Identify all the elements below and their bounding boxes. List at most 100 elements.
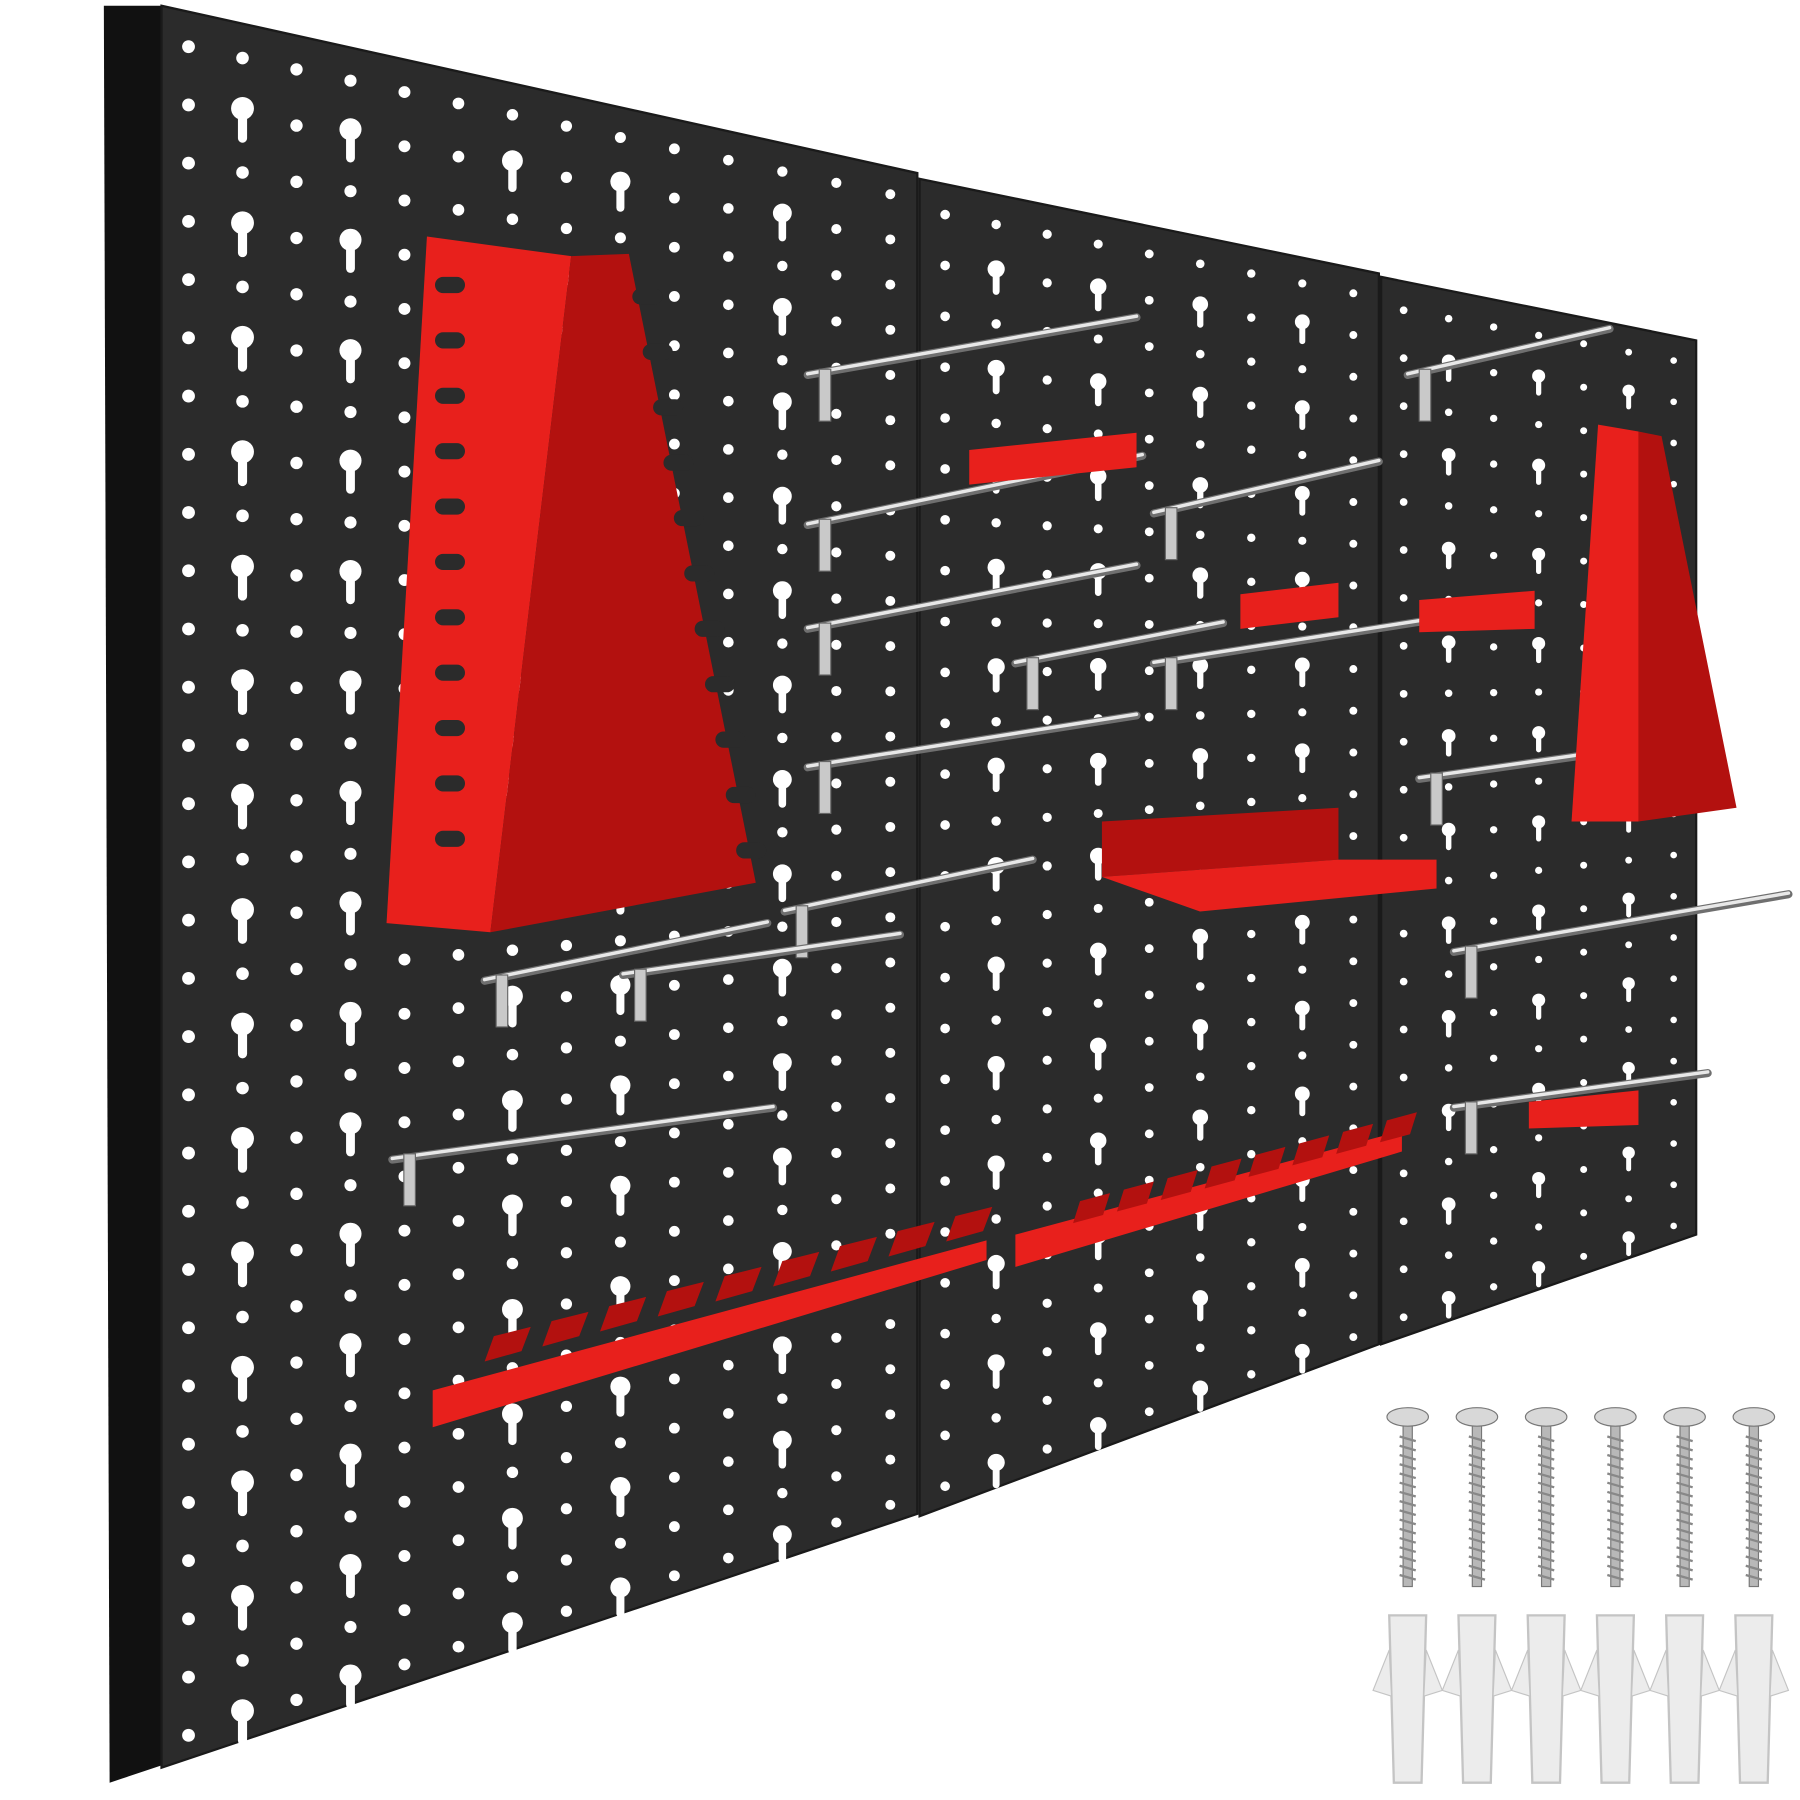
hook-mount: [1464, 945, 1478, 999]
peg-hole: [290, 119, 303, 132]
peg-hole: [1489, 871, 1498, 880]
peg-hole: [398, 1333, 411, 1346]
keyhole-slot: [1622, 1061, 1635, 1075]
peg-hole: [885, 1454, 896, 1465]
peg-hole: [723, 588, 734, 600]
peg-hole: [182, 797, 195, 811]
wrench-holder-large: [386, 236, 572, 933]
keyhole-slot: [346, 1123, 355, 1157]
peg-hole: [506, 944, 519, 956]
rack-tooth: [1380, 1112, 1417, 1143]
keyhole-slot: [237, 451, 248, 487]
peg-hole: [398, 411, 411, 424]
hook-mount: [818, 622, 832, 676]
peg-hole: [668, 1029, 680, 1040]
screw-thread: [1468, 1444, 1486, 1452]
peg-hole: [777, 449, 788, 460]
peg-hole: [777, 1204, 788, 1216]
peg-hole: [1670, 1057, 1677, 1065]
screw-thread: [1537, 1536, 1555, 1544]
peg-hole: [1670, 439, 1677, 447]
hook-mount: [818, 368, 832, 422]
keyhole-slot: [231, 325, 254, 349]
keyhole-slot: [231, 1241, 254, 1265]
keyhole-slot: [1294, 914, 1310, 930]
peg-hole: [290, 625, 303, 638]
peg-hole: [1195, 1253, 1205, 1262]
peg-hole: [1670, 1016, 1677, 1024]
keyhole-slot: [1299, 1179, 1306, 1203]
peg-hole: [940, 362, 950, 373]
peg-hole: [940, 972, 950, 983]
keyhole-slot: [1536, 376, 1542, 396]
keyhole-slot: [1192, 296, 1209, 313]
peg-hole: [885, 460, 896, 471]
wall-anchor: [1595, 1614, 1636, 1784]
peg-hole: [398, 1441, 411, 1454]
keyhole-slot: [346, 902, 355, 936]
peg-hole: [1489, 963, 1498, 971]
screw-thread: [1676, 1444, 1694, 1452]
peg-hole: [452, 1481, 465, 1493]
keyhole-slot: [508, 1413, 517, 1446]
wall-anchor-fin: [1423, 1649, 1444, 1697]
peg-hole: [1399, 1025, 1408, 1034]
screw-thread: [1399, 1490, 1417, 1498]
screw-thread: [1537, 1546, 1555, 1554]
wall-anchor: [1457, 1614, 1497, 1784]
peg-hole: [1195, 1162, 1205, 1172]
wall-anchor: [1734, 1614, 1774, 1784]
peg-hole: [614, 1035, 626, 1047]
peg-hole: [777, 1487, 788, 1499]
keyhole-slot: [778, 590, 787, 619]
wrench-slot: [715, 731, 746, 748]
peg-hole: [182, 1670, 195, 1684]
peg-hole: [1042, 1444, 1052, 1454]
peg-hole: [1349, 372, 1358, 381]
peg-hole: [1535, 331, 1543, 339]
keyhole-slot: [1441, 448, 1456, 462]
screw-head: [1732, 1407, 1776, 1427]
peg-hole: [885, 957, 896, 968]
keyhole-slot: [1445, 829, 1452, 851]
screw-thread: [1468, 1546, 1486, 1554]
peg-hole: [1093, 808, 1103, 819]
screw-thread: [1399, 1518, 1417, 1526]
screw-thread: [1468, 1481, 1486, 1489]
peg-hole: [940, 820, 950, 830]
keyhole-slot: [237, 1710, 248, 1746]
hook-mount: [818, 760, 832, 815]
peg-hole: [398, 194, 411, 207]
peg-hole: [1247, 1150, 1256, 1159]
peg-hole: [1093, 1188, 1103, 1198]
keyhole-slot: [1192, 928, 1209, 945]
wrench-slot: [653, 399, 684, 416]
keyhole-slot: [1089, 1322, 1107, 1339]
peg-hole: [1298, 1051, 1307, 1060]
rack-tooth: [1336, 1123, 1374, 1154]
peg-hole: [1247, 973, 1256, 983]
peg-hole: [723, 492, 734, 503]
keyhole-slot: [1089, 942, 1107, 960]
peg-hole: [290, 1356, 303, 1369]
keyhole-slot: [1622, 892, 1635, 905]
wall-anchor-fin: [1510, 1649, 1531, 1697]
keyhole-slot: [1197, 304, 1204, 328]
wrench-slot: [632, 288, 663, 305]
peg-hole: [1144, 666, 1154, 676]
peg-hole: [1625, 348, 1633, 356]
peg-hole: [1535, 1134, 1543, 1142]
keyhole-slot: [778, 1440, 787, 1469]
keyhole-slot: [1299, 664, 1306, 688]
wrench-slot: [694, 620, 725, 637]
peg-hole: [723, 1215, 734, 1226]
screw-thread: [1676, 1573, 1694, 1581]
peg-hole: [452, 1427, 465, 1440]
peg-hole: [885, 1047, 896, 1058]
keyhole-slot: [1094, 476, 1102, 502]
keyhole-slot: [1536, 1178, 1542, 1199]
peg-hole: [885, 912, 896, 923]
wall-anchor-fin: [1561, 1649, 1582, 1697]
peg-hole: [1349, 665, 1358, 674]
keyhole-slot: [501, 1403, 523, 1425]
